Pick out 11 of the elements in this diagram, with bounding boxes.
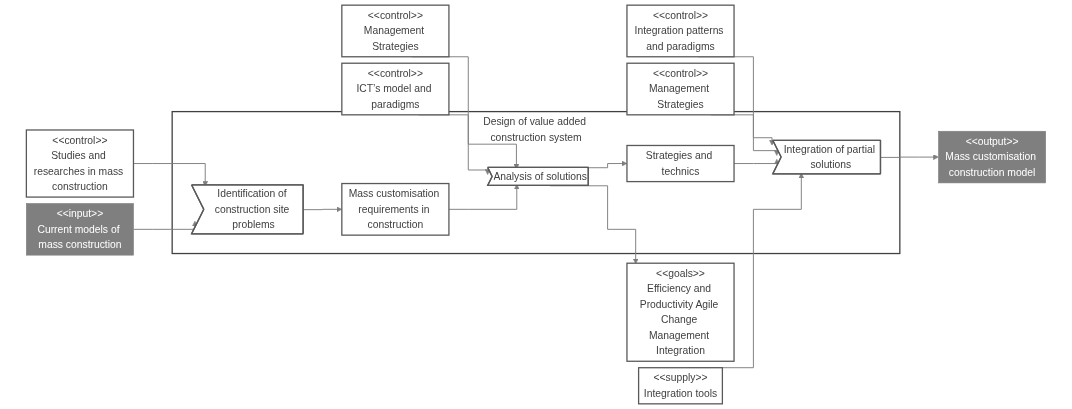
node-box: <<input>> Current models of mass construction <box>26 203 134 256</box>
node-box: <<control>> Integration patterns and paradigms <box>626 4 735 58</box>
node-box: <<goals>> Efficiency and Productivity Agile Change Management Integration <box>626 262 735 362</box>
node-box: <<control>> Studies and researches in mass construction <box>25 129 135 198</box>
node-box: <<output>> Mass customisation construction model <box>938 130 1046 184</box>
node-box: <<control>> Management Strategies <box>341 4 450 58</box>
node-box: <<control>> Management Strategies <box>626 62 735 116</box>
node-box: Mass customisation requirements in construction <box>341 182 450 236</box>
node-box: Strategies and technics <box>626 144 735 183</box>
node-box: <<control>> ICT’s model and paradigms <box>341 62 450 116</box>
node-box: <<supply>> Integration tools <box>637 367 724 405</box>
